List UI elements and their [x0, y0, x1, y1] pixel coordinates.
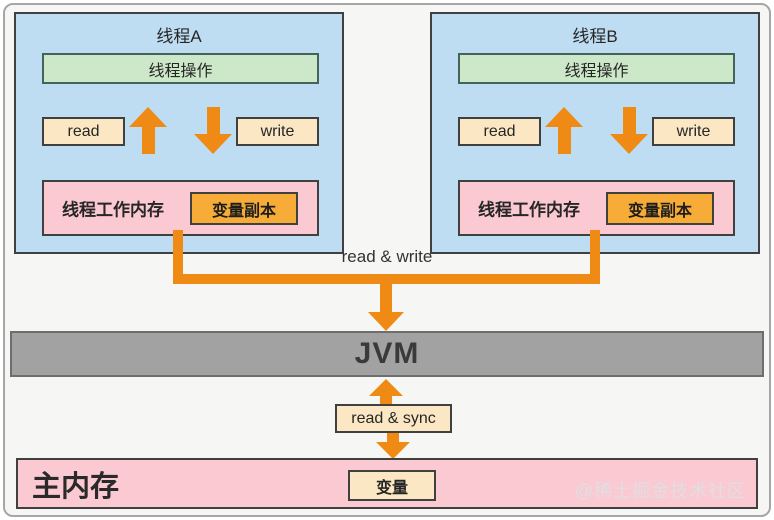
arrow-shaft	[622, 107, 636, 134]
down-arrowhead-icon	[376, 442, 410, 459]
thread-a-title: 线程A	[156, 27, 202, 46]
thread-b-write-label: write	[676, 122, 711, 140]
arrow-shaft	[206, 107, 220, 134]
read-sync-label: read & sync	[351, 409, 436, 427]
thread-a-read-label: read	[67, 122, 100, 140]
arrow-shaft	[141, 127, 155, 154]
thread-b-panel: 线程B 线程操作 read write 线程工作内存 变量副本	[430, 12, 760, 254]
arrow-shaft	[380, 284, 392, 312]
merge-down-arrow-icon	[368, 284, 404, 331]
down-arrowhead-icon	[368, 312, 404, 331]
arrow-shaft	[557, 127, 571, 154]
thread-a-operation-label: 线程操作	[148, 62, 213, 80]
thread-a-write-box: write	[236, 117, 319, 146]
thread-a-panel: 线程A 线程操作 read write 线程工作内存 变量副本	[14, 12, 344, 254]
jvm-bar: JVM	[10, 331, 764, 377]
thread-a-working-memory-label: 线程工作内存	[62, 200, 164, 220]
jvm-label: JVM	[354, 337, 420, 370]
thread-b-read-label: read	[483, 122, 516, 140]
thread-a-variable-copy-label: 变量副本	[211, 202, 276, 220]
thread-b-title: 线程B	[572, 27, 618, 46]
up-arrow-icon	[545, 107, 583, 154]
connector-left-drop-line	[173, 230, 183, 278]
up-arrowhead-icon	[545, 107, 583, 127]
up-arrow-icon	[129, 107, 167, 154]
thread-b-working-memory-label: 线程工作内存	[478, 200, 580, 220]
arrow-shaft	[380, 396, 392, 404]
connector-horizontal-bar	[173, 274, 600, 284]
connector-right-drop-line	[590, 230, 600, 278]
variable-label: 变量	[375, 479, 408, 497]
main-memory-bar: 主内存 变量 @稀土掘金技术社区	[16, 458, 758, 509]
thread-b-working-memory-box: 线程工作内存 变量副本	[458, 180, 735, 236]
down-arrowhead-icon	[610, 134, 648, 154]
up-arrowhead-icon	[129, 107, 167, 127]
thread-a-working-memory-box: 线程工作内存 变量副本	[42, 180, 319, 236]
thread-b-variable-copy-box: 变量副本	[606, 192, 714, 225]
down-arrow-icon	[610, 107, 648, 154]
main-memory-label: 主内存	[32, 470, 120, 503]
thread-a-read-box: read	[42, 117, 125, 146]
read-sync-box: read & sync	[335, 404, 452, 433]
thread-b-variable-copy-label: 变量副本	[627, 202, 692, 220]
thread-a-write-label: write	[260, 122, 295, 140]
thread-a-operation-box: 线程操作	[42, 53, 319, 84]
down-arrowhead-icon	[194, 134, 232, 154]
arrow-shaft	[387, 433, 399, 442]
read-write-label: read & write	[341, 247, 433, 266]
sync-down-arrow-icon	[376, 433, 410, 459]
down-arrow-icon	[194, 107, 232, 154]
thread-b-operation-label: 线程操作	[564, 62, 629, 80]
sync-up-arrow-icon	[369, 379, 403, 404]
variable-box: 变量	[348, 470, 436, 501]
thread-b-read-box: read	[458, 117, 541, 146]
thread-a-variable-copy-box: 变量副本	[190, 192, 298, 225]
thread-b-write-box: write	[652, 117, 735, 146]
watermark-text: @稀土掘金技术社区	[574, 481, 746, 501]
up-arrowhead-icon	[369, 379, 403, 396]
thread-b-operation-box: 线程操作	[458, 53, 735, 84]
